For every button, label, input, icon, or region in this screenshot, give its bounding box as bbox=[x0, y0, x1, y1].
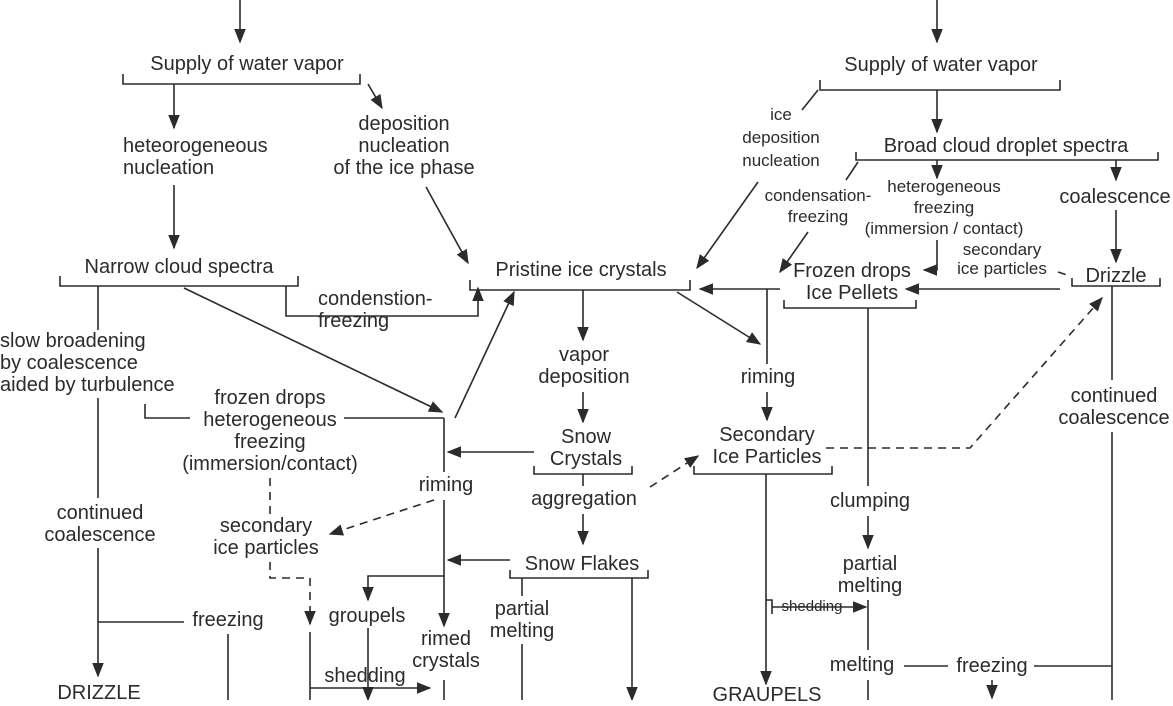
secondary-ice-particles-left: secondary ice particles bbox=[213, 515, 319, 559]
heterogeneous-nucleation: heteorogeneous nucleation bbox=[123, 135, 268, 179]
edge bbox=[285, 286, 484, 317]
supply-water-vapor-right: Supply of water vapor bbox=[844, 54, 1038, 76]
clumping: clumping bbox=[829, 490, 911, 512]
bracket-frozen-drops bbox=[783, 300, 917, 309]
edge bbox=[766, 599, 773, 614]
continued-coalescence-right: continued coalescence bbox=[1058, 385, 1170, 429]
melting: melting bbox=[829, 654, 895, 676]
edge bbox=[922, 240, 938, 276]
edge bbox=[362, 575, 444, 602]
ice-deposition-nucleation: ice deposition nucleation bbox=[742, 105, 820, 170]
shedding-right: shedding bbox=[781, 598, 843, 615]
drizzle-bottom: DRIZZLE bbox=[57, 682, 141, 704]
edge bbox=[183, 287, 444, 413]
edge bbox=[269, 562, 316, 626]
pristine-ice-crystals: Pristine ice crystals bbox=[495, 259, 667, 281]
secondary-ice-particles-mid: Secondary Ice Particles bbox=[712, 424, 822, 468]
bracket-drizzle bbox=[1071, 278, 1161, 287]
supply-water-vapor-left: Supply of water vapor bbox=[150, 53, 344, 75]
partial-melting-mid: partial melting bbox=[489, 598, 555, 642]
edge bbox=[367, 83, 383, 110]
edge bbox=[826, 296, 1103, 449]
edge bbox=[454, 290, 515, 419]
bracket-supply-right bbox=[819, 80, 1061, 91]
edge bbox=[1057, 271, 1071, 277]
aggregation: aggregation bbox=[531, 488, 637, 510]
edge bbox=[801, 89, 819, 111]
condensation-freezing-right: condensation- freezing bbox=[764, 186, 872, 226]
coalescence-label: coalescence bbox=[1059, 186, 1171, 208]
edge bbox=[779, 231, 809, 274]
bracket-secondary-mid bbox=[693, 466, 833, 475]
shedding-left: shedding bbox=[324, 665, 406, 687]
bracket-supply-left bbox=[122, 74, 361, 85]
edge bbox=[649, 455, 700, 488]
freezing-right: freezing bbox=[956, 655, 1028, 677]
snow-flakes: Snow Flakes bbox=[524, 553, 640, 575]
edge bbox=[676, 291, 762, 345]
bracket-snow-flakes bbox=[509, 570, 649, 579]
edge bbox=[144, 404, 190, 419]
bracket-broad-spectra bbox=[855, 152, 1159, 161]
deposition-nucleation: deposition nucleation of the ice phase bbox=[333, 113, 475, 179]
groupels: groupels bbox=[328, 605, 406, 627]
frozen-drops-ice-pellets: Frozen drops Ice Pellets bbox=[793, 260, 911, 304]
riming-mid: riming bbox=[418, 474, 474, 496]
broad-cloud-droplet-spectra: Broad cloud droplet spectra bbox=[883, 135, 1129, 157]
slow-broadening: slow broadening by coalescence aided by … bbox=[0, 330, 175, 396]
riming-right: riming bbox=[740, 366, 796, 388]
graupels-bottom: GRAUPELS bbox=[712, 684, 822, 706]
rimed-crystals: rimed crystals bbox=[412, 628, 480, 672]
condenstion-freezing-left: condenstion- freezing bbox=[318, 288, 433, 332]
drizzle-right: Drizzle bbox=[1085, 265, 1147, 287]
secondary-ice-particles-small: secondary ice particles bbox=[957, 240, 1047, 278]
edge bbox=[696, 181, 759, 270]
bracket-pristine bbox=[469, 280, 691, 291]
vapor-deposition: vapor deposition bbox=[538, 344, 630, 388]
bracket-narrow-spectra bbox=[59, 276, 299, 287]
continued-coalescence-left: continued coalescence bbox=[44, 502, 156, 546]
heterogeneous-freezing-right: heterogeneous freezing (immersion / cont… bbox=[864, 177, 1024, 238]
snow-crystals: Snow Crystals bbox=[549, 426, 623, 470]
narrow-cloud-spectra: Narrow cloud spectra bbox=[84, 256, 274, 278]
edge bbox=[845, 161, 859, 181]
edge bbox=[425, 186, 469, 265]
freezing-left: freezing bbox=[192, 609, 264, 631]
partial-melting-right: partial melting bbox=[837, 553, 903, 597]
edge bbox=[328, 499, 435, 536]
frozen-drops-heterogeneous-freezing: frozen drops heterogeneous freezing (imm… bbox=[182, 387, 358, 475]
